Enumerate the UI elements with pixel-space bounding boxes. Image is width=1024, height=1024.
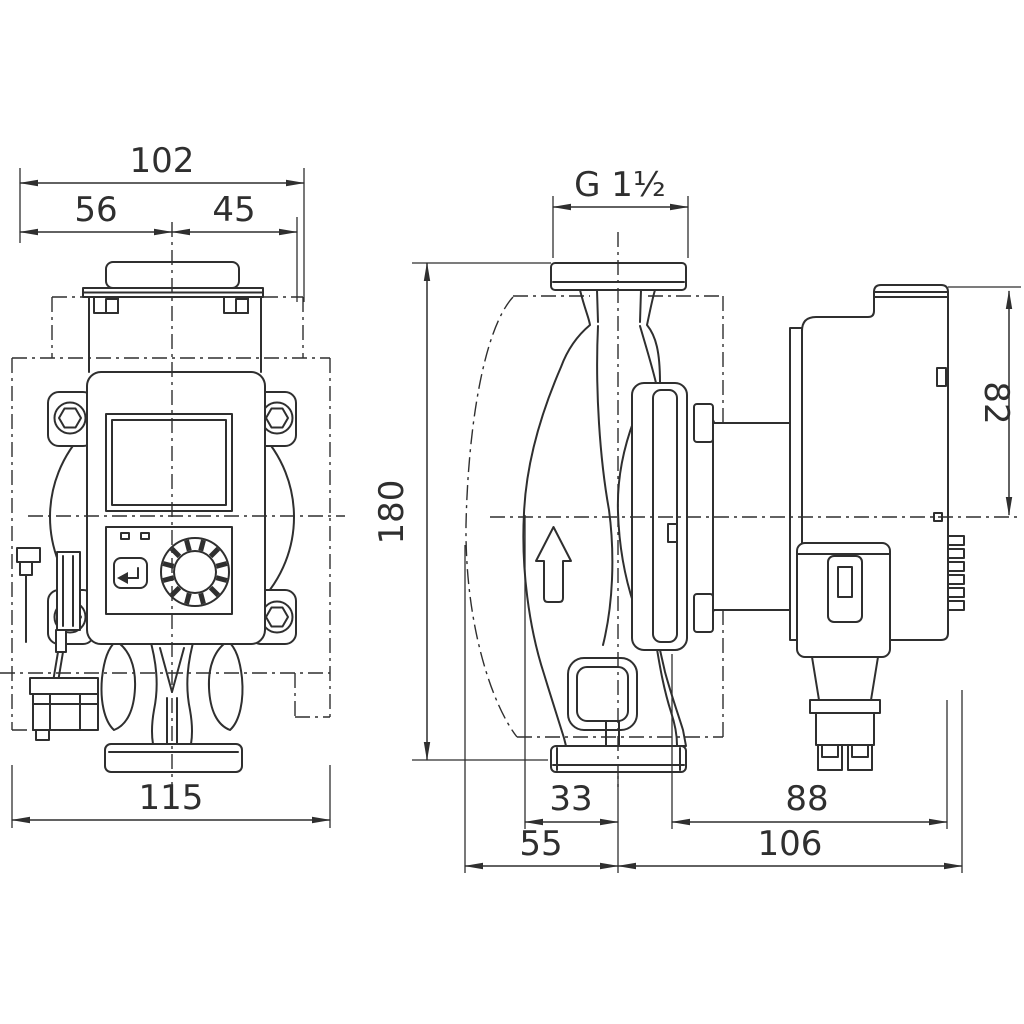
drain-boss (567, 657, 638, 747)
plug-body (815, 712, 875, 746)
union-nut-front (104, 743, 243, 773)
flow-direction-arrow-icon (535, 526, 572, 603)
control-knob[interactable] (160, 537, 230, 607)
clip-right (223, 296, 249, 314)
dim-label-module-rear: 88 (785, 779, 828, 819)
led-indicator (140, 532, 150, 540)
dim-label-shell-front: 55 (519, 824, 562, 864)
dim-label-total-width: 102 (130, 141, 195, 181)
volute-arm-right (207, 640, 244, 731)
dim-label-right-width: 45 (212, 190, 255, 230)
dim-label-module-height: 82 (976, 381, 1016, 424)
control-module-front (86, 371, 266, 645)
pump-volute-front (100, 631, 244, 773)
pump-body-inner-lines (596, 289, 678, 746)
electrical-connector-side (796, 542, 891, 771)
dim-label-overall-height: 180 (372, 480, 412, 545)
display-screen-inner (111, 419, 227, 506)
front-centerlines (28, 222, 345, 790)
hex-bolt-icon (265, 407, 289, 429)
dim-label-left-width: 56 (74, 190, 117, 230)
front-dimensions: 102 56 45 115 (11, 141, 331, 828)
hex-bolt-icon (265, 606, 289, 628)
led-indicator (120, 532, 130, 540)
insulation-shell-outline-front (0, 296, 331, 731)
back-arrow-icon (117, 567, 139, 584)
hex-bolt-icon (58, 407, 82, 429)
heatsink-fins (947, 535, 965, 611)
side-dimensions: G 1½ 180 82 33 88 55 106 (372, 165, 1021, 873)
dim-label-body-front: 33 (549, 779, 592, 819)
volute-arm-left (100, 640, 137, 731)
clip-left (93, 296, 119, 314)
side-centerlines (490, 232, 1021, 790)
terminal-box-lower (29, 677, 99, 741)
insulation-shell-outline-side (465, 295, 724, 738)
front-view: 102 56 45 115 (0, 141, 345, 828)
back-button[interactable] (113, 557, 148, 589)
dim-label-overall-depth: 106 (758, 824, 823, 864)
motor-top-front (82, 261, 264, 373)
side-view: G 1½ 180 82 33 88 55 106 (372, 165, 1021, 873)
dim-label-bottom-width: 115 (139, 778, 204, 818)
dim-label-port-thread: G 1½ (574, 165, 666, 205)
